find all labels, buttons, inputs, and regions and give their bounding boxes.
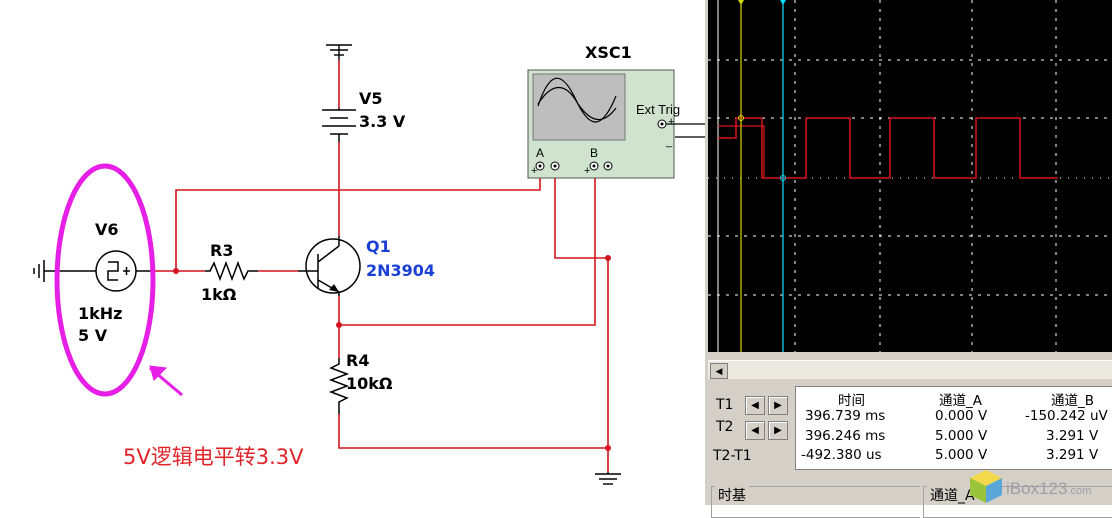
t2-t1-time: -492.380 us [801,447,882,463]
channel-a-group-label: 通道_A [927,485,978,505]
row-label-t1: T1 [716,397,734,413]
annotation-text: 5V逻辑电平转3.3V [123,445,304,469]
header-time: 时间 [838,393,865,409]
schematic-canvas[interactable]: V6 1kHz 5 V V5 3.3 V R3 1kΩ Q1 2N3904 R4… [0,0,705,505]
emitter-arrow-icon [329,284,339,292]
t2-t1-channel-a: 5.000 V [935,447,988,463]
watermark-suffix: .com [1067,485,1092,497]
scroll-left-icon[interactable]: ◀ [710,363,728,379]
wires [152,60,609,472]
row-label-t2-t1: T2-T1 [713,448,752,464]
cursor-1-marker [738,115,744,121]
junctions [173,255,611,451]
t1-right-button[interactable]: ▶ [768,396,788,415]
t2-left-button[interactable]: ◀ [745,421,765,440]
channel-b-label: B [590,146,599,160]
horizontal-scrollbar[interactable]: ◀ [708,360,1112,379]
ext-trig-minus: _ [666,136,673,148]
timebase-label: 时基 [715,485,749,505]
readout-table: 时间 通道_A 通道_B 396.739 ms 0.000 V -150.242… [795,386,1112,470]
cursor-2-marker [780,175,786,181]
resistor-r3-icon [205,260,258,282]
watermark-logo-icon [970,470,1002,503]
t1-left-button[interactable]: ◀ [745,396,765,415]
schematic-drawing [33,44,705,485]
t2-time: 396.246 ms [805,428,886,444]
r4-name-label: R4 [346,351,370,370]
t2-channel-a: 5.000 V [935,428,988,444]
r4-value-label: 10kΩ [346,374,393,393]
t2-t1-channel-b: 3.291 V [1046,447,1099,463]
r3-value-label: 1kΩ [201,285,237,304]
t1-time: 396.739 ms [805,408,886,424]
battery-value-label: 3.3 V [359,112,406,131]
ext-trig-label: Ext Trig [636,102,681,117]
source-freq-label: 1kHz [78,304,123,323]
watermark: iBox123.com [966,466,1112,505]
ground-top-icon [326,44,352,60]
scope-grid [708,0,1112,352]
wire-emitter-to-scope-b [338,172,596,326]
oscilloscope-panel: ◀ T1 ◀ ▶ T2 ◀ ▶ T2-T1 时间 通道_A 通道_B 396.7… [705,0,1112,518]
header-channel-b: 通道_B [1051,393,1095,409]
t2-right-button[interactable]: ▶ [768,421,788,440]
battery-icon [322,108,356,142]
source-name-label: V6 [95,220,119,239]
header-channel-a: 通道_A [939,393,982,409]
source-amp-label: 5 V [78,326,108,345]
channel-a-plus: + [531,165,538,177]
scope-name-label: XSC1 [585,43,632,62]
trace-channel-a [718,125,765,178]
t2-channel-b: 3.291 V [1046,428,1099,444]
highlight-ellipse [54,163,156,397]
scope-display [708,0,1112,352]
resistor-r4-icon [328,358,350,414]
r3-name-label: R3 [210,241,234,260]
watermark-text: iBox123.com [1006,479,1091,499]
oscilloscope-icon [527,69,705,179]
watermark-brand: iBox123 [1006,479,1068,498]
ext-trig-plus: + [668,116,675,128]
ground-bottom-icon [595,472,621,485]
q1-name-label: Q1 [366,237,391,256]
t1-channel-b: -150.242 uV [1025,408,1108,424]
pointer-arrow-icon [149,365,183,397]
channel-a-label: A [536,146,545,160]
cursor-1-handle-icon [738,0,744,5]
wire-scope-minus [554,172,609,472]
wire-input-to-scope-a [175,172,541,271]
trace-channel-b [718,117,1058,179]
q1-model-label: 2N3904 [366,261,436,280]
wire-r4-to-ground [338,414,608,449]
cursor-readout: T1 ◀ ▶ T2 ◀ ▶ T2-T1 时间 通道_A 通道_B 396.739… [708,384,1112,470]
channel-b-plus: + [584,165,591,177]
cursor-2-handle-icon [780,0,786,5]
ac-source-icon [33,250,152,292]
battery-name-label: V5 [359,89,383,108]
oscilloscope-screen[interactable] [708,0,1112,352]
npn-transistor-icon [298,236,361,296]
t1-channel-a: 0.000 V [935,408,988,424]
row-label-t2: T2 [716,419,734,435]
